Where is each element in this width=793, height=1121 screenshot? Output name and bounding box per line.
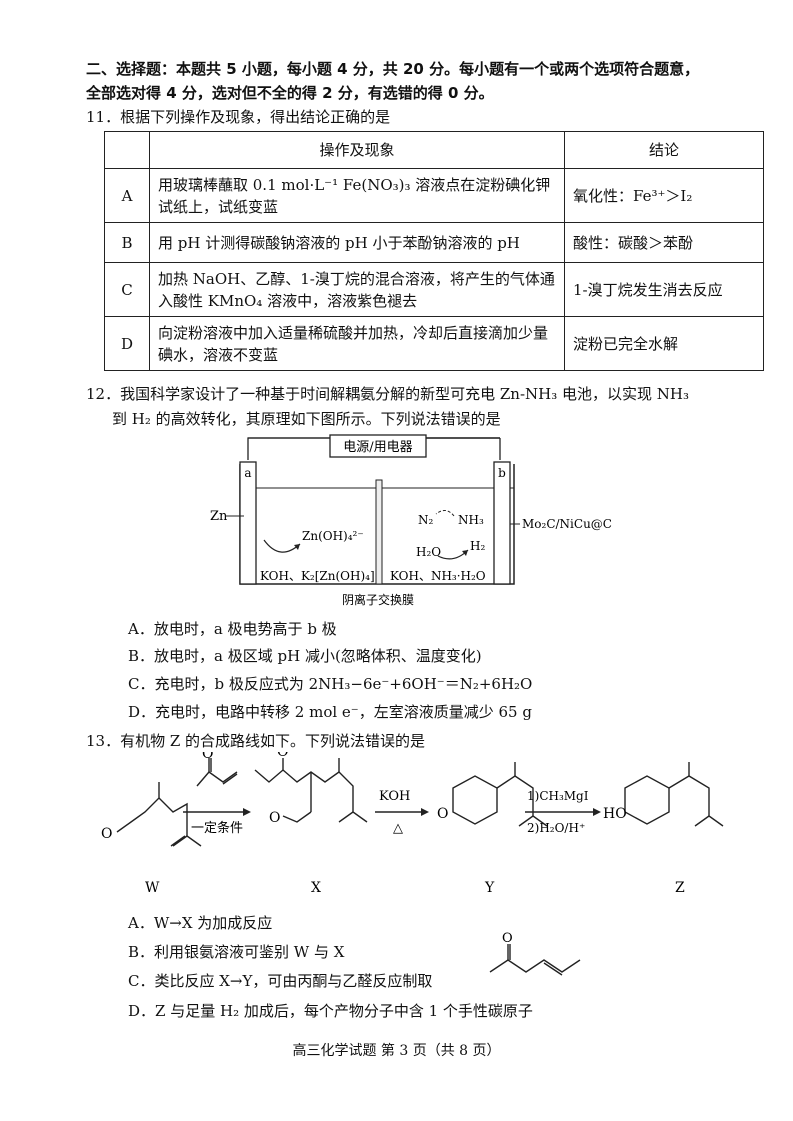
q12-stem-line1: 12．我国科学家设计了一种基于时间解耦氨分解的新型可充电 Zn-NH₃ 电池，以… bbox=[86, 385, 689, 403]
pentenone-structure: O bbox=[489, 932, 581, 976]
power-box bbox=[329, 434, 427, 458]
label-z: Z bbox=[675, 880, 685, 896]
q13-option-c: C．类比反应 X→Y，可由丙酮与乙醛反应制取 bbox=[128, 972, 433, 990]
table-header-operation: 操作及现象 bbox=[149, 131, 565, 169]
mvk-oxygen: O bbox=[202, 752, 213, 762]
cond3-top: 1)CH₃MgI bbox=[527, 789, 589, 803]
h2-label: H₂ bbox=[470, 539, 485, 553]
page-footer: 高三化学试题 第 3 页（共 8 页） bbox=[292, 1043, 501, 1059]
table-header-row: 操作及现象 结论 bbox=[104, 131, 764, 169]
q13-option-b: B．利用银氨溶液可鉴别 W 与 X bbox=[128, 943, 345, 961]
table-header-conclusion: 结论 bbox=[564, 131, 764, 169]
table-header-letter bbox=[104, 131, 150, 169]
row-letter: A bbox=[104, 168, 150, 223]
cond2-top: KOH bbox=[379, 789, 410, 804]
table-row: B 用 pH 计测得碳酸钠溶液的 pH 小于苯酚钠溶液的 pH 酸性：碳酸＞苯酚 bbox=[104, 222, 764, 263]
y-oxygen: O bbox=[437, 806, 448, 822]
pentenone-oxygen: O bbox=[502, 932, 513, 946]
label-x: X bbox=[311, 880, 321, 896]
cond1-label: 一定条件 bbox=[191, 820, 243, 836]
row-operation: 向淀粉溶液中加入适量稀硫酸并加热，冷却后直接滴加少量碘水，溶液不变蓝 bbox=[149, 316, 565, 371]
zn-label: Zn bbox=[210, 509, 228, 524]
q13-stem: 13．有机物 Z 的合成路线如下。下列说法错误的是 bbox=[86, 732, 426, 750]
right-solution-label: KOH、NH₃·H₂O bbox=[390, 569, 486, 583]
membrane-label: 阴离子交换膜 bbox=[342, 592, 414, 607]
row-conclusion: 1-溴丁烷发生消去反应 bbox=[564, 262, 764, 317]
q12-stem-line2: 到 H₂ 的高效转化，其原理如下图所示。下列说法错误的是 bbox=[112, 410, 501, 428]
x-oxygen-1: O bbox=[277, 752, 288, 760]
membrane bbox=[375, 479, 383, 585]
table-row: A 用玻璃棒蘸取 0.1 mol·L⁻¹ Fe(NO₃)₃ 溶液点在淀粉碘化钾试… bbox=[104, 168, 764, 223]
electrode-a bbox=[239, 461, 257, 585]
q12-option-b: B．放电时，a 极区域 pH 减小(忽略体积、温度变化) bbox=[128, 647, 482, 665]
row-conclusion: 氧化性：Fe³⁺＞I₂ bbox=[564, 168, 764, 223]
z-hydroxyl: HO bbox=[603, 806, 627, 822]
w-oxygen: O bbox=[101, 826, 112, 842]
left-solution-label: KOH、K₂[Zn(OH)₄] bbox=[260, 569, 375, 583]
row-operation: 用玻璃棒蘸取 0.1 mol·L⁻¹ Fe(NO₃)₃ 溶液点在淀粉碘化钾试纸上… bbox=[149, 168, 565, 223]
h2o-label: H₂O bbox=[416, 545, 441, 559]
synthesis-scheme: O O O O O HO 一定条件 KOH △ 1)CH₃MgI 2)H₂O/H… bbox=[101, 752, 724, 896]
battery-diagram: 电源/用电器 a b Zn Mo₂C/NiCu@C Zn(OH)₄²⁻ KOH、… bbox=[210, 434, 612, 607]
q12-option-c: C．充电时，b 极反应式为 2NH₃−6e⁻+6OH⁻＝N₂+6H₂O bbox=[128, 675, 533, 693]
q13-option-d: D．Z 与足量 H₂ 加成后，每个产物分子中含 1 个手性碳原子 bbox=[128, 1002, 533, 1020]
x-oxygen-2: O bbox=[269, 810, 280, 826]
table-row: C 加热 NaOH、乙醇、1-溴丁烷的混合溶液，将产生的气体通入酸性 KMnO₄… bbox=[104, 262, 764, 317]
q12-option-d: D．充电时，电路中转移 2 mol e⁻，左室溶液质量减少 65 g bbox=[128, 703, 532, 721]
electrode-a-label: a bbox=[244, 466, 251, 480]
row-operation: 加热 NaOH、乙醇、1-溴丁烷的混合溶液，将产生的气体通入酸性 KMnO₄ 溶… bbox=[149, 262, 565, 317]
table-row: D 向淀粉溶液中加入适量稀硫酸并加热，冷却后直接滴加少量碘水，溶液不变蓝 淀粉已… bbox=[104, 316, 764, 371]
right-electrode-label: Mo₂C/NiCu@C bbox=[522, 517, 612, 531]
row-letter: C bbox=[104, 262, 150, 317]
row-conclusion: 淀粉已完全水解 bbox=[564, 316, 764, 371]
electrode-b bbox=[493, 461, 511, 585]
row-letter: B bbox=[104, 222, 150, 263]
row-operation: 用 pH 计测得碳酸钠溶液的 pH 小于苯酚钠溶液的 pH bbox=[149, 222, 565, 263]
section-header-line2: 全部选对得 4 分，选对但不全的得 2 分，有选错的得 0 分。 bbox=[86, 84, 494, 102]
row-letter: D bbox=[104, 316, 150, 371]
q12-option-a: A．放电时，a 极电势高于 b 极 bbox=[128, 620, 337, 638]
n2-label: N₂ bbox=[418, 513, 434, 527]
cond3-bottom: 2)H₂O/H⁺ bbox=[527, 821, 585, 835]
nh3-label: NH₃ bbox=[458, 513, 484, 527]
cond2-bottom: △ bbox=[393, 821, 403, 836]
q11-table: 操作及现象 结论 A 用玻璃棒蘸取 0.1 mol·L⁻¹ Fe(NO₃)₃ 溶… bbox=[104, 131, 764, 371]
q11-stem: 11．根据下列操作及现象，得出结论正确的是 bbox=[86, 108, 391, 126]
electrode-b-label: b bbox=[498, 466, 506, 480]
zincate-label: Zn(OH)₄²⁻ bbox=[302, 529, 364, 543]
q13-option-a: A．W→X 为加成反应 bbox=[128, 914, 273, 932]
label-w: W bbox=[145, 880, 160, 896]
row-conclusion: 酸性：碳酸＞苯酚 bbox=[564, 222, 764, 263]
section-header-line1: 二、选择题：本题共 5 小题，每小题 4 分，共 20 分。每小题有一个或两个选… bbox=[86, 60, 700, 78]
power-label: 电源/用电器 bbox=[343, 440, 412, 455]
label-y: Y bbox=[484, 880, 495, 896]
